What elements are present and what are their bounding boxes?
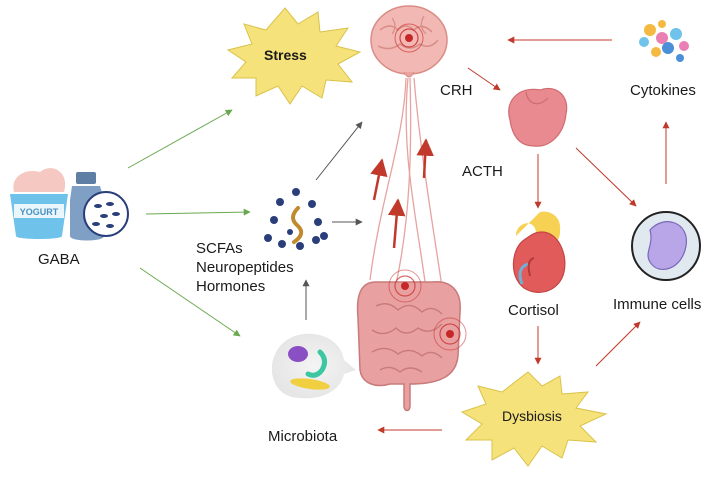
immune-cell-icon (631, 211, 701, 281)
acth-label: ACTH (462, 163, 503, 180)
dysbiosis-starburst (460, 371, 608, 467)
brain-icon (370, 5, 448, 78)
arrow-crh-to-pituitary (467, 67, 501, 91)
gaba-label: GABA (38, 251, 80, 268)
cortisol-label: Cortisol (508, 302, 559, 319)
arrow-gaba-to-scfas (145, 208, 251, 216)
arrow-gaba-to-stress (127, 109, 233, 169)
stress-label: Stress (264, 47, 307, 63)
microbiota-icon (271, 333, 356, 399)
arrow-scfas-to-brain (315, 121, 363, 181)
hormones-label: Hormones (196, 278, 266, 295)
microbiota-label: Microbiota (268, 428, 338, 445)
pituitary-icon (508, 87, 568, 147)
immune-cells-label: Immune cells (613, 296, 702, 313)
crh-label: CRH (440, 82, 473, 99)
gut-icon (356, 269, 467, 412)
yogurt-icon: YOGURT (10, 168, 68, 239)
arrow-up-left (370, 158, 388, 201)
cytokines-icon (639, 20, 689, 62)
kidney-icon (512, 211, 566, 293)
scfas-label: SCFAs (196, 240, 243, 257)
molecules-icon (264, 188, 328, 250)
arrow-pituitary-to-immune (575, 147, 637, 207)
arrow-up-right (416, 138, 434, 179)
neuropeptides-label: Neuropeptides (196, 259, 294, 276)
arrow-dysbiosis-to-immune (595, 321, 641, 367)
cytokines-label: Cytokines (630, 82, 696, 99)
arrow-gaba-to-microbiota (139, 267, 241, 337)
bottle-icon (70, 172, 129, 241)
yogurt-label: YOGURT (20, 207, 59, 217)
dysbiosis-label: Dysbiosis (502, 408, 562, 424)
arrow-up-middle (387, 198, 406, 249)
stress-starburst (226, 7, 362, 105)
